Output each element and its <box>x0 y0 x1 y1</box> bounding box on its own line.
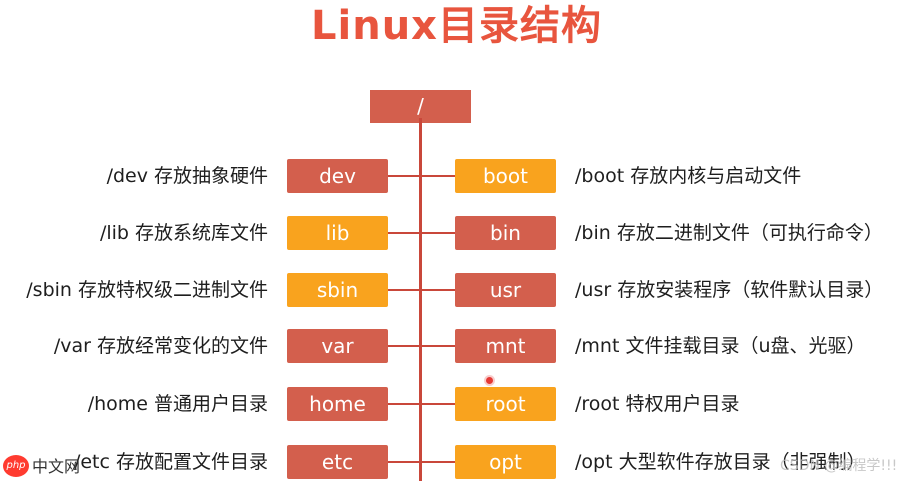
dir-node-var: var <box>287 329 388 363</box>
dir-node-boot: boot <box>455 159 556 193</box>
dir-desc-boot: /boot 存放内核与启动文件 <box>575 165 802 187</box>
dir-node-etc: etc <box>287 445 388 479</box>
dir-node-usr: usr <box>455 273 556 307</box>
dir-desc-var: /var 存放经常变化的文件 <box>53 335 268 357</box>
branch-line <box>388 175 420 177</box>
dir-node-mnt: mnt <box>455 329 556 363</box>
php-logo-icon: php <box>3 455 29 477</box>
branch-line <box>420 403 455 405</box>
branch-line <box>388 403 420 405</box>
diagram-title: Linux目录结构 <box>311 3 602 49</box>
dir-node-sbin: sbin <box>287 273 388 307</box>
branch-line <box>388 289 420 291</box>
dir-desc-lib: /lib 存放系统库文件 <box>99 222 268 244</box>
root-node: / <box>370 90 471 123</box>
branch-line <box>420 175 455 177</box>
branch-line <box>388 345 420 347</box>
dir-node-dev: dev <box>287 159 388 193</box>
dir-node-bin: bin <box>455 216 556 250</box>
branch-line <box>388 461 420 463</box>
dir-desc-sbin: /sbin 存放特权级二进制文件 <box>26 279 268 301</box>
dir-node-lib: lib <box>287 216 388 250</box>
cursor-dot <box>486 377 493 384</box>
php-site-label: 中文网 <box>32 457 81 476</box>
dir-desc-bin: /bin 存放二进制文件（可执行命令） <box>575 222 883 244</box>
branch-line <box>420 232 455 234</box>
dir-node-home: home <box>287 387 388 421</box>
trunk-line <box>419 118 422 481</box>
dir-desc-mnt: /mnt 文件挂载目录（u盘、光驱） <box>575 335 866 357</box>
branch-line <box>420 345 455 347</box>
branch-line <box>388 232 420 234</box>
dir-desc-etc: /etc 存放配置文件目录 <box>73 451 268 473</box>
dir-desc-home: /home 普通用户目录 <box>87 393 268 415</box>
dir-desc-dev: /dev 存放抽象硬件 <box>106 165 268 187</box>
watermark: CSDN @编程学!!! <box>780 458 898 474</box>
branch-line <box>420 461 455 463</box>
dir-desc-opt: /opt 大型软件存放目录（非强制） <box>575 451 866 473</box>
dir-node-opt: opt <box>455 445 556 479</box>
dir-desc-usr: /usr 存放安装程序（软件默认目录） <box>575 279 884 301</box>
branch-line <box>420 289 455 291</box>
dir-desc-root: /root 特权用户目录 <box>575 393 740 415</box>
dir-node-root: root <box>455 387 556 421</box>
